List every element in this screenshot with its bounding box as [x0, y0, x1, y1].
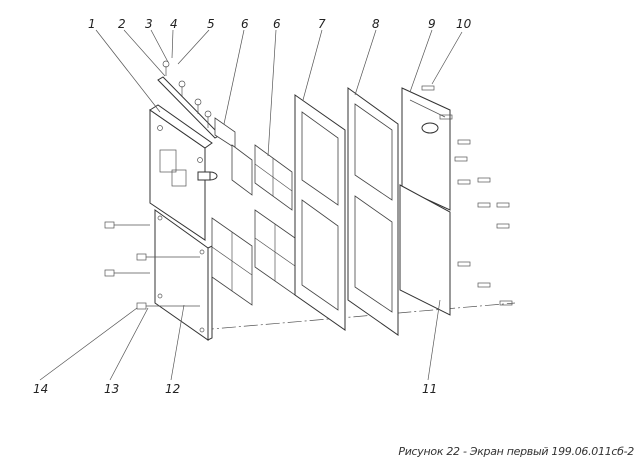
callout-8: 8	[372, 17, 380, 31]
callout-4: 4	[170, 17, 178, 31]
callout-14: 14	[33, 382, 48, 396]
rear-plate-lower	[399, 184, 451, 316]
callout-10: 10	[456, 17, 472, 31]
callout-6a: 6	[241, 17, 249, 31]
callout-12: 12	[165, 382, 180, 396]
callout-3: 3	[145, 17, 153, 31]
callout-7: 7	[318, 17, 326, 31]
diffuser-panel-large	[211, 209, 296, 306]
callout-9: 9	[428, 17, 436, 31]
bolt-set-right	[421, 85, 513, 306]
callout-5: 5	[207, 17, 215, 31]
bolt-set-left	[104, 221, 200, 310]
frame-seven	[294, 94, 346, 331]
callout-2: 2	[118, 17, 126, 31]
main-housing	[149, 104, 218, 241]
callout-13: 13	[104, 382, 119, 396]
callout-6b: 6	[273, 17, 281, 31]
diffuser-panel-small	[214, 117, 293, 211]
callout-11: 11	[422, 382, 437, 396]
assembly-axis-line	[199, 302, 516, 331]
frame-eight	[347, 87, 399, 336]
callout-1: 1	[88, 17, 96, 31]
figure-caption: Рисунок 22 - Экран первый 199.06.011сб-2	[398, 445, 634, 458]
front-cover-plate	[154, 209, 213, 341]
leader-lines	[39, 29, 463, 381]
rear-plate-upper	[401, 87, 451, 211]
